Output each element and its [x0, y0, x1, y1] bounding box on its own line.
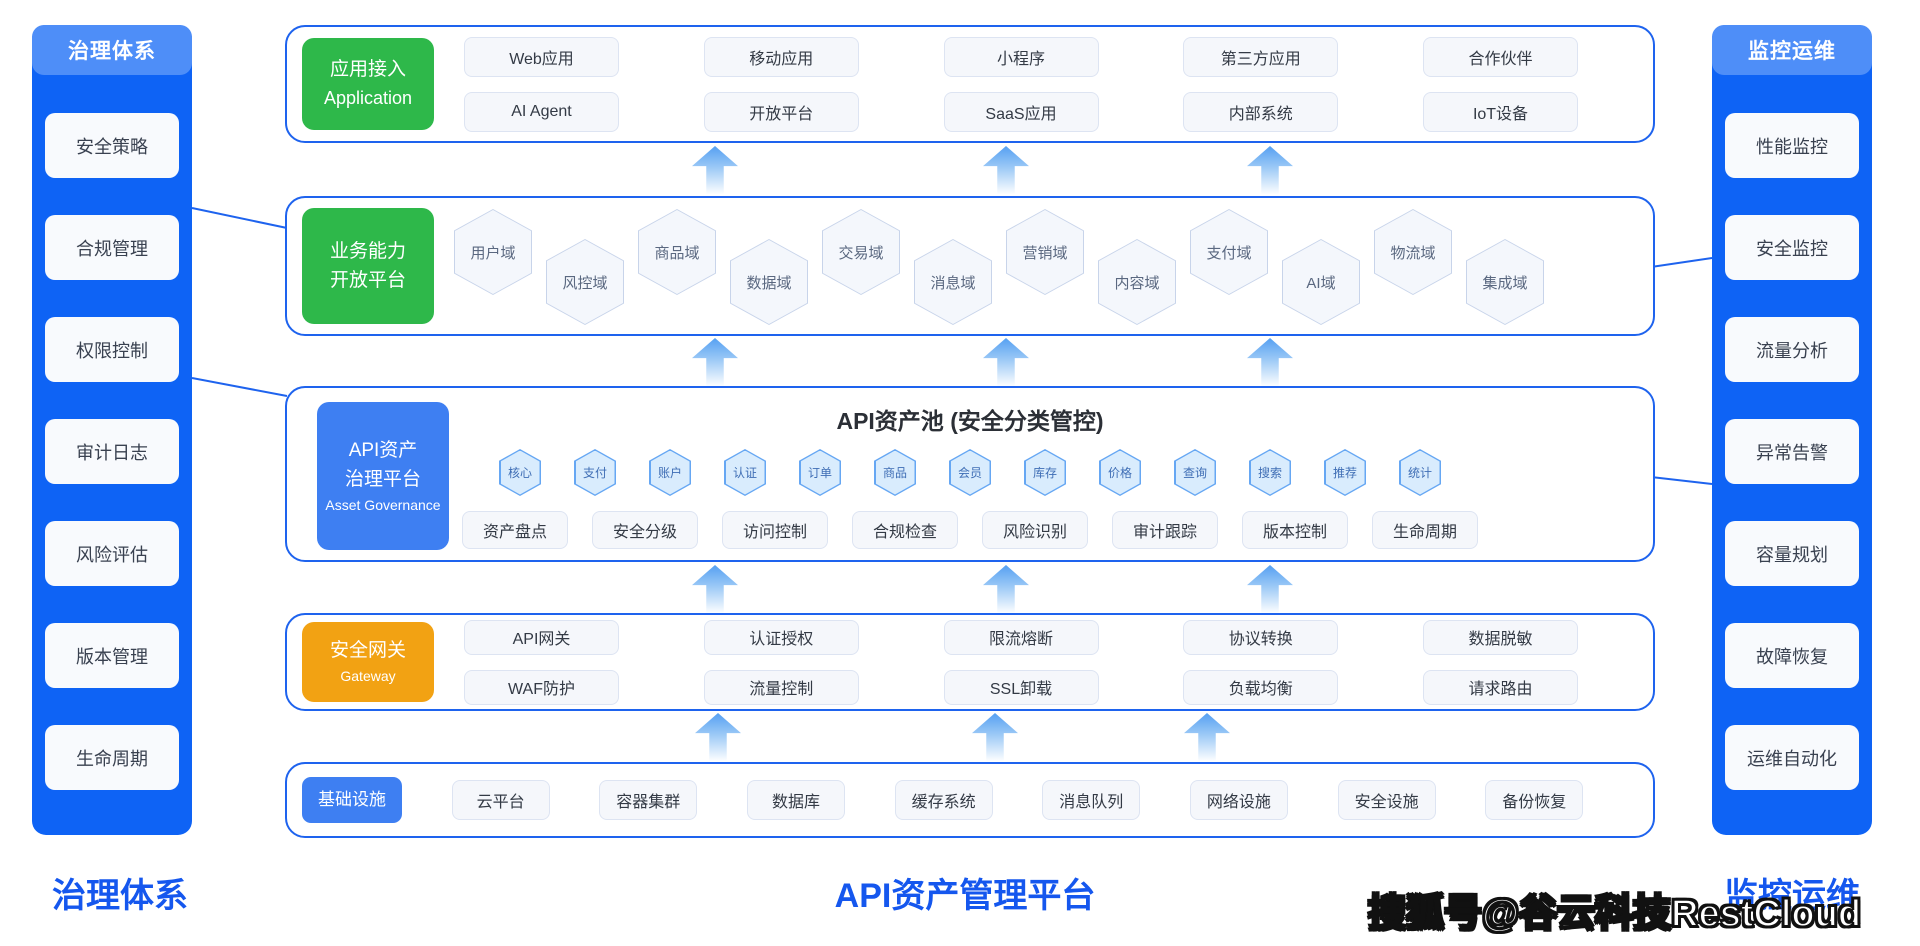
domain-hexagon-data: 数据域 [730, 239, 808, 325]
domain-hexagon-product: 商品域 [638, 209, 716, 295]
api-tag-product: 商品 [874, 449, 916, 496]
infra-item-network: 网络设施 [1189, 780, 1288, 820]
domain-hexagon-trade: 交易域 [822, 209, 900, 295]
feature-access-control: 访问控制 [721, 511, 828, 549]
feature-audit-tracking: 审计跟踪 [1112, 511, 1219, 549]
page-title: API资产管理平台 [834, 877, 1096, 915]
api-tag-auth: 认证 [724, 449, 766, 496]
infra-item-cache: 缓存系统 [894, 780, 993, 820]
sidebar-item-anomaly-alert: 异常告警 [1725, 419, 1859, 484]
security-gateway-row: 安全网关 Gateway API网关 认证授权 限流熔断 协议转换 数据脱敏 W… [285, 613, 1655, 711]
domain-hexagon-integration: 集成域 [1466, 239, 1544, 325]
feature-lifecycle: 生命周期 [1372, 511, 1479, 549]
api-tag-account: 账户 [649, 449, 691, 496]
api-tag-statistics: 统计 [1399, 449, 1441, 496]
gw-item-data-masking: 数据脱敏 [1423, 619, 1578, 655]
monitoring-sidebar-header: 监控运维 [1712, 25, 1872, 75]
api-tag-order: 订单 [799, 449, 841, 496]
gw-item-traffic-control: 流量控制 [703, 669, 859, 705]
business-badge: 业务能力 开放平台 [302, 208, 434, 324]
api-tag-core: 核心 [499, 449, 541, 496]
sidebar-item-capacity-planning: 容量规划 [1725, 521, 1859, 586]
app-item-miniprogram: 小程序 [943, 36, 1099, 77]
gw-item-ssl-offload: SSL卸载 [943, 669, 1099, 705]
domain-hexagon-payment: 支付域 [1190, 209, 1268, 295]
sidebar-item-ops-automation: 运维自动化 [1725, 725, 1859, 790]
sidebar-item-fault-recovery: 故障恢复 [1725, 623, 1859, 688]
api-tag-recommend: 推荐 [1324, 449, 1366, 496]
gw-item-load-balance: 负载均衡 [1183, 669, 1339, 705]
feature-compliance-check: 合规检查 [851, 511, 958, 549]
app-item-ai-agent: AI Agent [464, 91, 619, 132]
infra-item-mq: 消息队列 [1042, 780, 1141, 820]
feature-asset-inventory: 资产盘点 [461, 511, 568, 549]
infra-item-cloud: 云平台 [451, 780, 550, 820]
gw-item-waf: WAF防护 [464, 669, 619, 705]
application-access-row: 应用接入 Application Web应用 移动应用 小程序 第三方应用 合作… [285, 25, 1655, 143]
sidebar-item-risk-assessment: 风险评估 [45, 521, 179, 586]
app-item-partner: 合作伙伴 [1423, 36, 1578, 77]
api-tag-search: 搜索 [1249, 449, 1291, 496]
sidebar-item-traffic-analysis: 流量分析 [1725, 317, 1859, 382]
app-item-saas: SaaS应用 [943, 91, 1099, 132]
app-item-thirdparty: 第三方应用 [1183, 36, 1339, 77]
domain-hexagon-logistics: 物流域 [1374, 209, 1452, 295]
domain-hexagon-message: 消息域 [914, 239, 992, 325]
sidebar-item-security-monitor: 安全监控 [1725, 215, 1859, 280]
infra-item-container: 容器集群 [599, 780, 698, 820]
watermark: 搜狐号@谷云科技RestCloud [1367, 892, 1862, 936]
sidebar-item-permission-control: 权限控制 [45, 317, 179, 382]
domain-hexagon-risk: 风控域 [546, 239, 624, 325]
gw-item-rate-limit: 限流熔断 [943, 619, 1099, 655]
domain-hexagon-ai: AI域 [1282, 239, 1360, 325]
monitoring-sidebar: 监控运维 性能监控 安全监控 流量分析 异常告警 容量规划 故障恢复 运维自动化 [1712, 25, 1872, 835]
domain-hexagon-marketing: 营销域 [1006, 209, 1084, 295]
app-item-iot: IoT设备 [1423, 91, 1578, 132]
asset-governance-badge: API资产 治理平台 Asset Governance [317, 402, 449, 550]
domain-hexagon-content: 内容域 [1098, 239, 1176, 325]
gw-item-auth: 认证授权 [703, 619, 859, 655]
app-item-mobile: 移动应用 [703, 36, 859, 77]
gateway-badge: 安全网关 Gateway [302, 622, 434, 702]
feature-risk-identification: 风险识别 [982, 511, 1089, 549]
footer-label-governance: 治理体系 [52, 877, 188, 915]
api-tag-price: 价格 [1099, 449, 1141, 496]
app-item-web: Web应用 [464, 36, 619, 77]
infra-item-backup: 备份恢复 [1485, 780, 1584, 820]
application-badge: 应用接入 Application [302, 38, 434, 130]
infrastructure-row: 基础设施 云平台 容器集群 数据库 缓存系统 消息队列 网络设施 安全设施 备份… [285, 762, 1655, 838]
infra-item-database: 数据库 [746, 780, 845, 820]
app-item-open-platform: 开放平台 [703, 91, 859, 132]
sidebar-item-security-policy: 安全策略 [45, 113, 179, 178]
sidebar-item-compliance-mgmt: 合规管理 [45, 215, 179, 280]
footer-label-monitoring: 监控运维 [1724, 877, 1860, 915]
feature-version-control: 版本控制 [1242, 511, 1349, 549]
sidebar-item-audit-log: 审计日志 [45, 419, 179, 484]
sidebar-item-version-mgmt: 版本管理 [45, 623, 179, 688]
api-asset-row: API资产 治理平台 Asset Governance API资产池 (安全分类… [285, 386, 1655, 562]
api-pool-title: API资产池 (安全分类管控) [836, 408, 1104, 434]
domain-hexagon-user: 用户域 [454, 209, 532, 295]
sidebar-item-lifecycle: 生命周期 [45, 725, 179, 790]
sidebar-item-performance-monitor: 性能监控 [1725, 113, 1859, 178]
gw-item-request-routing: 请求路由 [1423, 669, 1578, 705]
api-tag-payment: 支付 [574, 449, 616, 496]
feature-security-grading: 安全分级 [591, 511, 698, 549]
infra-item-security: 安全设施 [1337, 780, 1436, 820]
business-capability-row: 业务能力 开放平台 用户域 风控域 商品域 数据域 交易域 消息域 营销域 内容… [285, 196, 1655, 336]
governance-sidebar: 治理体系 安全策略 合规管理 权限控制 审计日志 风险评估 版本管理 生命周期 [32, 25, 192, 835]
api-tag-member: 会员 [949, 449, 991, 496]
gw-item-api-gateway: API网关 [464, 619, 619, 655]
app-item-internal: 内部系统 [1183, 91, 1339, 132]
governance-sidebar-header: 治理体系 [32, 25, 192, 75]
gw-item-protocol-convert: 协议转换 [1183, 619, 1339, 655]
api-tag-query: 查询 [1174, 449, 1216, 496]
infrastructure-badge: 基础设施 [302, 777, 402, 823]
api-tag-inventory: 库存 [1024, 449, 1066, 496]
